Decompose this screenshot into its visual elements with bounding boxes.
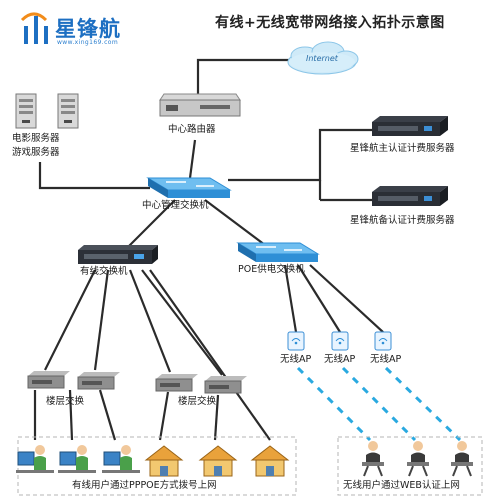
router-icon: [159, 93, 241, 117]
link-wired-floor-l1: [44, 269, 96, 371]
poe-switch-label: POE供电交换机: [238, 264, 305, 275]
house-icon-2: [198, 445, 238, 477]
floor-switch-icon-1: [27, 371, 70, 389]
wired-user-icon-1: [16, 445, 54, 473]
link-floor-user-3: [98, 389, 117, 441]
link-floor-user-5: [213, 394, 220, 441]
ap-1-label: 无线AP: [280, 354, 312, 365]
ap-2-label: 无线AP: [324, 354, 356, 365]
wired-user-icon-2: [58, 445, 96, 473]
wired-users-caption: 有线用户通过PPPOE方式拨号上网: [72, 480, 217, 491]
brand-logo-icon: [20, 12, 48, 44]
link-wired-far: [149, 269, 271, 441]
house-icon-1: [144, 445, 184, 477]
link-core-auth: [228, 128, 372, 182]
wireless-ap-icon-1: [287, 331, 305, 351]
link-poe-ap1: [283, 264, 298, 333]
floor-switch-icon-3: [155, 374, 198, 392]
wireless-ap3: [384, 366, 462, 442]
media-server-label: 电影服务器: [12, 133, 60, 144]
wired-user-icon-3: [102, 445, 140, 473]
poe-switch-icon: [236, 242, 320, 262]
link-wired-floor-l2: [93, 269, 110, 371]
auth-primary-label: 星锋航主认证计费服务器: [350, 143, 455, 154]
game-server-label: 游戏服务器: [12, 147, 60, 158]
wireless-users-zone: [337, 436, 483, 496]
wireless-ap-icon-2: [331, 331, 349, 351]
wireless-user-icon-2: [407, 441, 429, 477]
house-icon-3: [250, 445, 290, 477]
brand-name: 星锋航: [55, 17, 121, 41]
router-label: 中心路由器: [168, 124, 216, 135]
link-floor-user-2: [68, 389, 74, 441]
media-server-icon: [15, 93, 37, 129]
wired-links: [33, 58, 384, 441]
wireless-links: [296, 366, 462, 442]
game-server-icon: [57, 93, 79, 129]
link-core-wired: [124, 199, 176, 251]
floor-switch-left-label: 楼层交换: [46, 396, 85, 407]
floor-switch-right-label: 楼层交换: [178, 396, 217, 407]
core-switch-icon: [146, 177, 232, 198]
wired-switch-icon: [78, 245, 158, 264]
wireless-user-icon-3: [451, 441, 473, 477]
ap-3-label: 无线AP: [370, 354, 402, 365]
wireless-ap-icon-3: [374, 331, 392, 351]
auth-backup-label: 星锋航备认证计费服务器: [350, 215, 455, 226]
floor-switch-icon-4: [204, 376, 247, 394]
diagram-title: 有线+无线宽带网络接入拓扑示意图: [215, 15, 445, 31]
floor-switch-icon-2: [77, 372, 120, 390]
brand-url: www.xing169.com: [57, 39, 119, 46]
link-wired-floor-r1: [128, 269, 172, 373]
link-poe-ap2: [297, 264, 341, 333]
link-router-internet: [196, 58, 290, 105]
auth-backup-server-icon: [372, 186, 448, 206]
link-wired-floor-r2: [141, 269, 223, 376]
wireless-users-caption: 无线用户通过WEB认证上网: [343, 480, 460, 491]
wired-switch-label: 有线交换机: [80, 266, 128, 277]
wireless-user-icon-1: [362, 441, 384, 477]
link-router-core: [188, 139, 197, 179]
wireless-ap1: [296, 366, 372, 442]
link-poe-ap3: [309, 264, 384, 333]
link-core-servers: [38, 162, 150, 190]
core-switch-label: 中心管理交换机: [142, 200, 209, 211]
wireless-ap2: [341, 366, 417, 442]
auth-primary-server-icon: [372, 116, 448, 136]
internet-cloud-icon: [287, 41, 359, 75]
internet-label: Internet: [306, 54, 338, 63]
link-floor-user-4: [158, 391, 170, 441]
link-core-poe: [204, 199, 266, 246]
